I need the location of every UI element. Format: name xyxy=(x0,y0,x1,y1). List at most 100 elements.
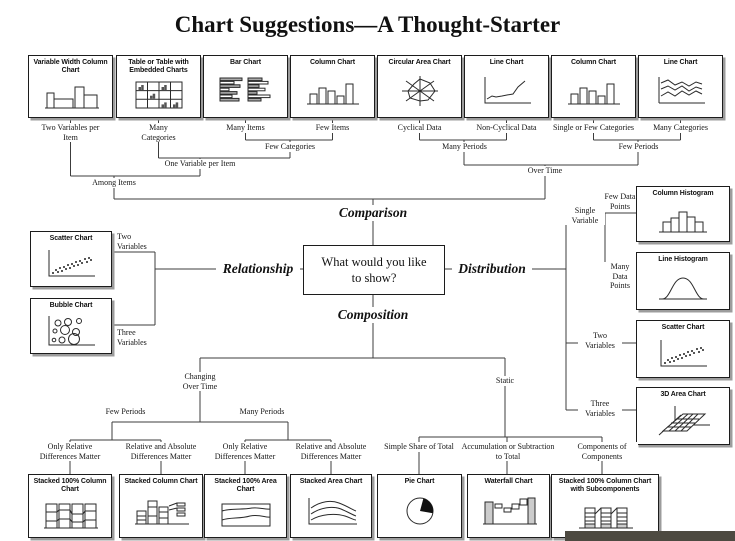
chart-box-label: Bar Chart xyxy=(230,59,261,66)
chart-box-circular-area: Circular Area Chart xyxy=(377,55,462,118)
label-static: Static xyxy=(487,376,523,386)
chart-box-line-chart-1: Line Chart xyxy=(464,55,549,118)
page-title: Chart Suggestions—A Thought-Starter xyxy=(174,12,561,37)
area-3d-chart-icon xyxy=(658,405,710,435)
chart-box-label: Pie Chart xyxy=(404,478,435,485)
label-many-categories-left: Many Categories xyxy=(137,123,180,143)
chart-box-stacked-area: Stacked Area Chart xyxy=(290,474,372,538)
chart-box-column-chart-1: Column Chart xyxy=(290,55,375,118)
chart-box-label: Line Chart xyxy=(489,59,524,66)
chart-box-variable-width-column: Variable Width Column Chart xyxy=(28,55,113,118)
label-many-categories-right: Many Categories xyxy=(648,123,713,133)
central-question-box: What would you like to show? xyxy=(303,245,445,295)
chart-box-waterfall: Waterfall Chart xyxy=(467,474,550,538)
chart-box-label: 3D Area Chart xyxy=(660,391,706,398)
chart-box-stacked-100-column-subcomponents: Stacked 100% Column Chart with Subcompon… xyxy=(551,474,659,538)
label-single-variable: Single Variable xyxy=(565,206,605,226)
label-non-cyclical-data: Non-Cyclical Data xyxy=(464,123,549,133)
label-few-periods-top: Few Periods xyxy=(610,142,667,152)
decision-relationship: Relationship xyxy=(216,261,300,277)
column-chart-icon xyxy=(567,83,620,105)
stacked-100-column-chart-icon xyxy=(44,503,98,529)
chart-box-label: Stacked Column Chart xyxy=(124,478,198,485)
chart-box-column-histogram: Column Histogram xyxy=(636,186,730,242)
chart-box-label: Stacked Area Chart xyxy=(299,478,363,485)
label-three-variables-right: Three Variables xyxy=(578,399,622,419)
bar-chart-icon xyxy=(219,77,270,102)
column-histogram-icon xyxy=(659,211,707,233)
chart-box-stacked-column: Stacked Column Chart xyxy=(119,474,203,538)
central-question-text: What would you like to show? xyxy=(321,254,427,285)
chart-box-line-chart-2: Line Chart xyxy=(638,55,723,118)
label-relative-absolute-differences-1: Relative and Absolute Differences Matter xyxy=(117,442,205,462)
chart-box-label: Stacked 100% Column Chart with Subcompon… xyxy=(558,478,652,494)
chart-box-bar-chart: Bar Chart xyxy=(203,55,288,118)
waterfall-chart-icon xyxy=(482,497,537,525)
label-few-data-points: Few Data Points xyxy=(604,192,636,212)
label-two-variables-left: Two Variables xyxy=(117,232,147,251)
chart-box-label: Line Chart xyxy=(663,59,698,66)
label-few-items: Few Items xyxy=(307,123,358,133)
label-simple-share-of-total: Simple Share of Total xyxy=(384,442,454,452)
chart-box-label: Column Chart xyxy=(309,59,356,66)
line-chart-icon xyxy=(484,77,531,104)
chart-box-line-histogram: Line Histogram xyxy=(636,252,730,310)
chart-box-label: Column Chart xyxy=(570,59,617,66)
chart-box-label: Scatter Chart xyxy=(49,235,93,242)
label-many-periods-top: Many Periods xyxy=(434,142,495,152)
chart-box-scatter-right: Scatter Chart xyxy=(636,320,730,378)
label-few-periods-bottom: Few Periods xyxy=(97,407,154,417)
label-many-periods-bottom: Many Periods xyxy=(231,407,293,417)
chart-box-label: Column Histogram xyxy=(652,190,714,197)
stacked-column-chart-icon xyxy=(135,500,189,525)
label-relative-absolute-differences-2: Relative and Absolute Differences Matter xyxy=(287,442,375,462)
label-over-time: Over Time xyxy=(521,166,569,176)
chart-box-label: Variable Width Column Chart xyxy=(33,59,108,75)
scatter-chart-icon xyxy=(48,249,95,277)
label-only-relative-differences-1: Only Relative Differences Matter xyxy=(31,442,109,462)
scatter-chart-icon xyxy=(660,339,707,367)
label-two-variables-right: Two Variables xyxy=(578,331,622,351)
label-changing-over-time: Changing Over Time xyxy=(177,372,223,392)
bubble-chart-icon xyxy=(48,315,95,346)
decision-comparison: Comparison xyxy=(328,205,418,221)
decision-distribution: Distribution xyxy=(452,261,532,277)
chart-box-3d-area: 3D Area Chart xyxy=(636,387,730,445)
label-two-variables-per-item: Two Variables per Item xyxy=(40,123,101,143)
label-three-variables-left: Three Variables xyxy=(117,328,147,347)
stacked-area-chart-icon xyxy=(308,497,357,525)
label-few-categories: Few Categories xyxy=(255,142,325,152)
chart-box-label: Waterfall Chart xyxy=(484,478,533,485)
label-one-variable-per-item: One Variable per Item xyxy=(152,159,248,169)
chart-box-column-chart-2: Column Chart xyxy=(551,55,636,118)
chart-box-bubble: Bubble Chart xyxy=(30,298,112,354)
label-only-relative-differences-2: Only Relative Differences Matter xyxy=(206,442,284,462)
circular-area-chart-icon xyxy=(401,76,438,107)
stacked-100-area-chart-icon xyxy=(221,503,270,527)
chart-box-stacked-100-column: Stacked 100% Column Chart xyxy=(28,474,112,538)
line-histogram-icon xyxy=(659,277,707,300)
chart-box-label: Table or Table with Embedded Charts xyxy=(128,59,189,75)
chart-box-label: Line Histogram xyxy=(658,256,708,263)
column-chart-icon xyxy=(306,83,359,105)
decision-composition: Composition xyxy=(330,307,416,323)
chart-box-scatter-left: Scatter Chart xyxy=(30,231,112,287)
chart-box-pie: Pie Chart xyxy=(377,474,462,538)
chart-box-label: Bubble Chart xyxy=(49,302,93,309)
variable-width-column-chart-icon xyxy=(44,86,99,109)
label-many-items: Many Items xyxy=(217,123,274,133)
pie-chart-icon xyxy=(406,497,433,525)
chart-box-label: Circular Area Chart xyxy=(388,59,451,66)
label-cyclical-data: Cyclical Data xyxy=(389,123,450,133)
label-components-of-components: Components of Components xyxy=(566,442,638,462)
table-with-embedded-charts-icon xyxy=(135,81,182,109)
label-single-or-few-categories: Single or Few Categories xyxy=(547,123,640,133)
chart-box-stacked-100-area: Stacked 100% Area Chart xyxy=(204,474,287,538)
chart-box-label: Scatter Chart xyxy=(661,324,705,331)
multi-line-chart-icon xyxy=(658,77,705,104)
chart-box-label: Stacked 100% Area Chart xyxy=(214,478,277,494)
chart-box-table-embedded: Table or Table with Embedded Charts xyxy=(116,55,201,118)
bottom-right-bar xyxy=(565,531,735,541)
label-accumulation-or-subtraction: Accumulation or Subtraction to Total xyxy=(458,442,558,462)
